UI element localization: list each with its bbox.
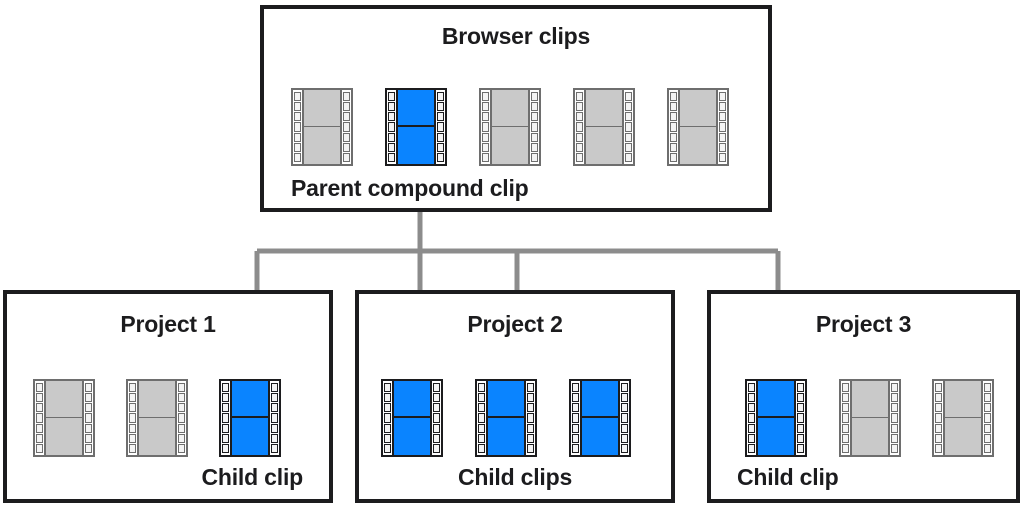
- project-1-caption: Child clip: [201, 464, 303, 490]
- sprocket-strip-right: [524, 381, 535, 455]
- project-3-caption: Child clip: [737, 464, 839, 490]
- clip-frames: [398, 90, 434, 164]
- sprocket-strip-left: [571, 381, 582, 455]
- project-2-title: Project 2: [467, 311, 563, 337]
- clip-frames: [945, 381, 981, 455]
- clip-project3-3[interactable]: [932, 379, 994, 457]
- clip-frames: [46, 381, 82, 455]
- sprocket-strip-left: [747, 381, 758, 455]
- sprocket-strip-right: [716, 90, 727, 164]
- clip-frames: [758, 381, 794, 455]
- sprocket-strip-right: [268, 381, 279, 455]
- sprocket-strip-left: [387, 90, 398, 164]
- project-2-box[interactable]: Project 2 Child clips: [355, 290, 675, 503]
- sprocket-strip-left: [575, 90, 586, 164]
- clip-project3-1-selected[interactable]: [745, 379, 807, 457]
- sprocket-strip-right: [528, 90, 539, 164]
- project-3-box[interactable]: Project 3 Child clip: [707, 290, 1020, 503]
- clip-project2-1-selected[interactable]: [381, 379, 443, 457]
- clip-browser-2-selected[interactable]: [385, 88, 447, 166]
- clip-frames: [852, 381, 888, 455]
- clip-project1-2[interactable]: [126, 379, 188, 457]
- clip-project2-3-selected[interactable]: [569, 379, 631, 457]
- sprocket-strip-left: [477, 381, 488, 455]
- sprocket-strip-left: [481, 90, 492, 164]
- parent-box[interactable]: Browser clips Parent compound clip: [260, 5, 772, 212]
- clip-frames: [488, 381, 524, 455]
- sprocket-strip-right: [434, 90, 445, 164]
- sprocket-strip-left: [221, 381, 232, 455]
- sprocket-strip-left: [128, 381, 139, 455]
- sprocket-strip-left: [35, 381, 46, 455]
- clip-frames: [492, 90, 528, 164]
- clip-project2-2-selected[interactable]: [475, 379, 537, 457]
- clip-frames: [680, 90, 716, 164]
- clip-frames: [394, 381, 430, 455]
- sprocket-strip-left: [841, 381, 852, 455]
- sprocket-strip-right: [888, 381, 899, 455]
- sprocket-strip-left: [293, 90, 304, 164]
- project-3-title: Project 3: [815, 311, 912, 337]
- project-1-box[interactable]: Project 1 Child clip: [3, 290, 333, 503]
- sprocket-strip-right: [340, 90, 351, 164]
- clip-browser-3[interactable]: [479, 88, 541, 166]
- clip-browser-5[interactable]: [667, 88, 729, 166]
- sprocket-strip-left: [669, 90, 680, 164]
- parent-box-title: Browser clips: [441, 23, 591, 49]
- project-2-caption: Child clips: [457, 464, 573, 490]
- project-1-title: Project 1: [120, 311, 216, 337]
- sprocket-strip-right: [794, 381, 805, 455]
- clip-project3-2[interactable]: [839, 379, 901, 457]
- sprocket-strip-right: [981, 381, 992, 455]
- clip-browser-1[interactable]: [291, 88, 353, 166]
- clip-frames: [304, 90, 340, 164]
- clip-frames: [586, 90, 622, 164]
- clip-browser-4[interactable]: [573, 88, 635, 166]
- clip-frames: [139, 381, 175, 455]
- sprocket-strip-right: [175, 381, 186, 455]
- clip-frames: [232, 381, 268, 455]
- clip-frames: [582, 381, 618, 455]
- sprocket-strip-left: [934, 381, 945, 455]
- sprocket-strip-right: [82, 381, 93, 455]
- sprocket-strip-left: [383, 381, 394, 455]
- parent-box-caption: Parent compound clip: [291, 175, 529, 201]
- sprocket-strip-right: [622, 90, 633, 164]
- clip-project1-3-selected[interactable]: [219, 379, 281, 457]
- sprocket-strip-right: [618, 381, 629, 455]
- clip-project1-1[interactable]: [33, 379, 95, 457]
- sprocket-strip-right: [430, 381, 441, 455]
